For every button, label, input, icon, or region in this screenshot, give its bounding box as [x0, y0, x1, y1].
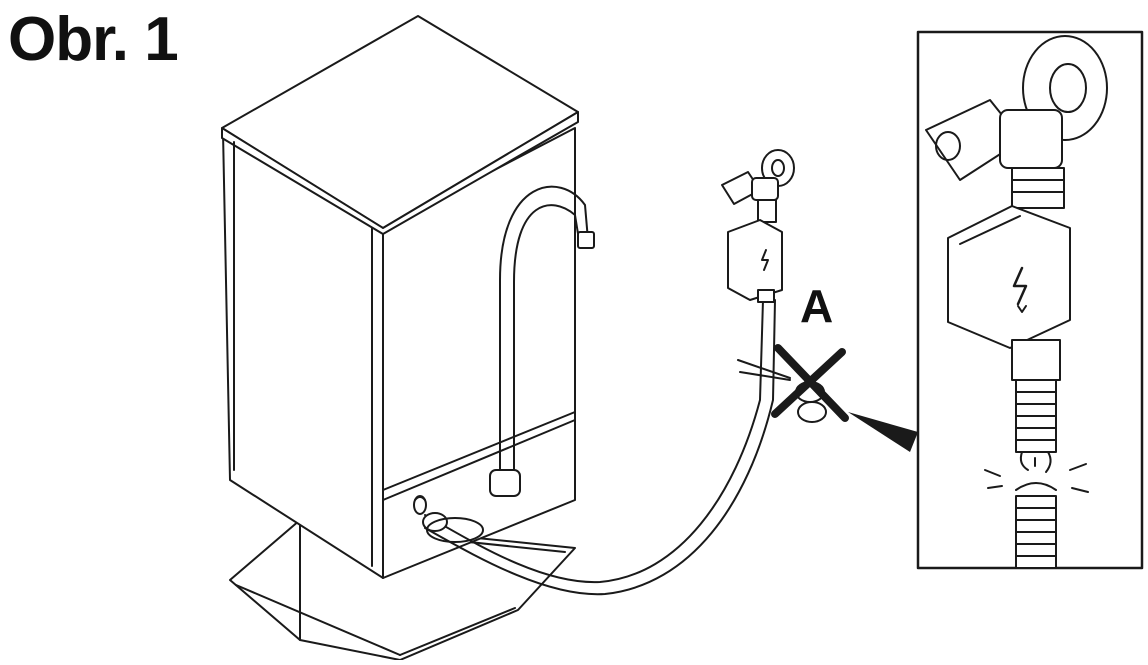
figure-title: Obr. 1: [8, 5, 179, 74]
water-tap: [721, 149, 795, 223]
dishwasher-cabinet: [221, 15, 579, 579]
detail-inset: [916, 30, 1144, 570]
aquastop-valve: [727, 219, 783, 303]
callout-label: A: [800, 280, 833, 332]
prohibition-cross: [771, 344, 849, 422]
drain-hose-hook: [489, 185, 595, 497]
callout-pointer: [848, 412, 918, 452]
inlet-hose: [422, 299, 776, 596]
